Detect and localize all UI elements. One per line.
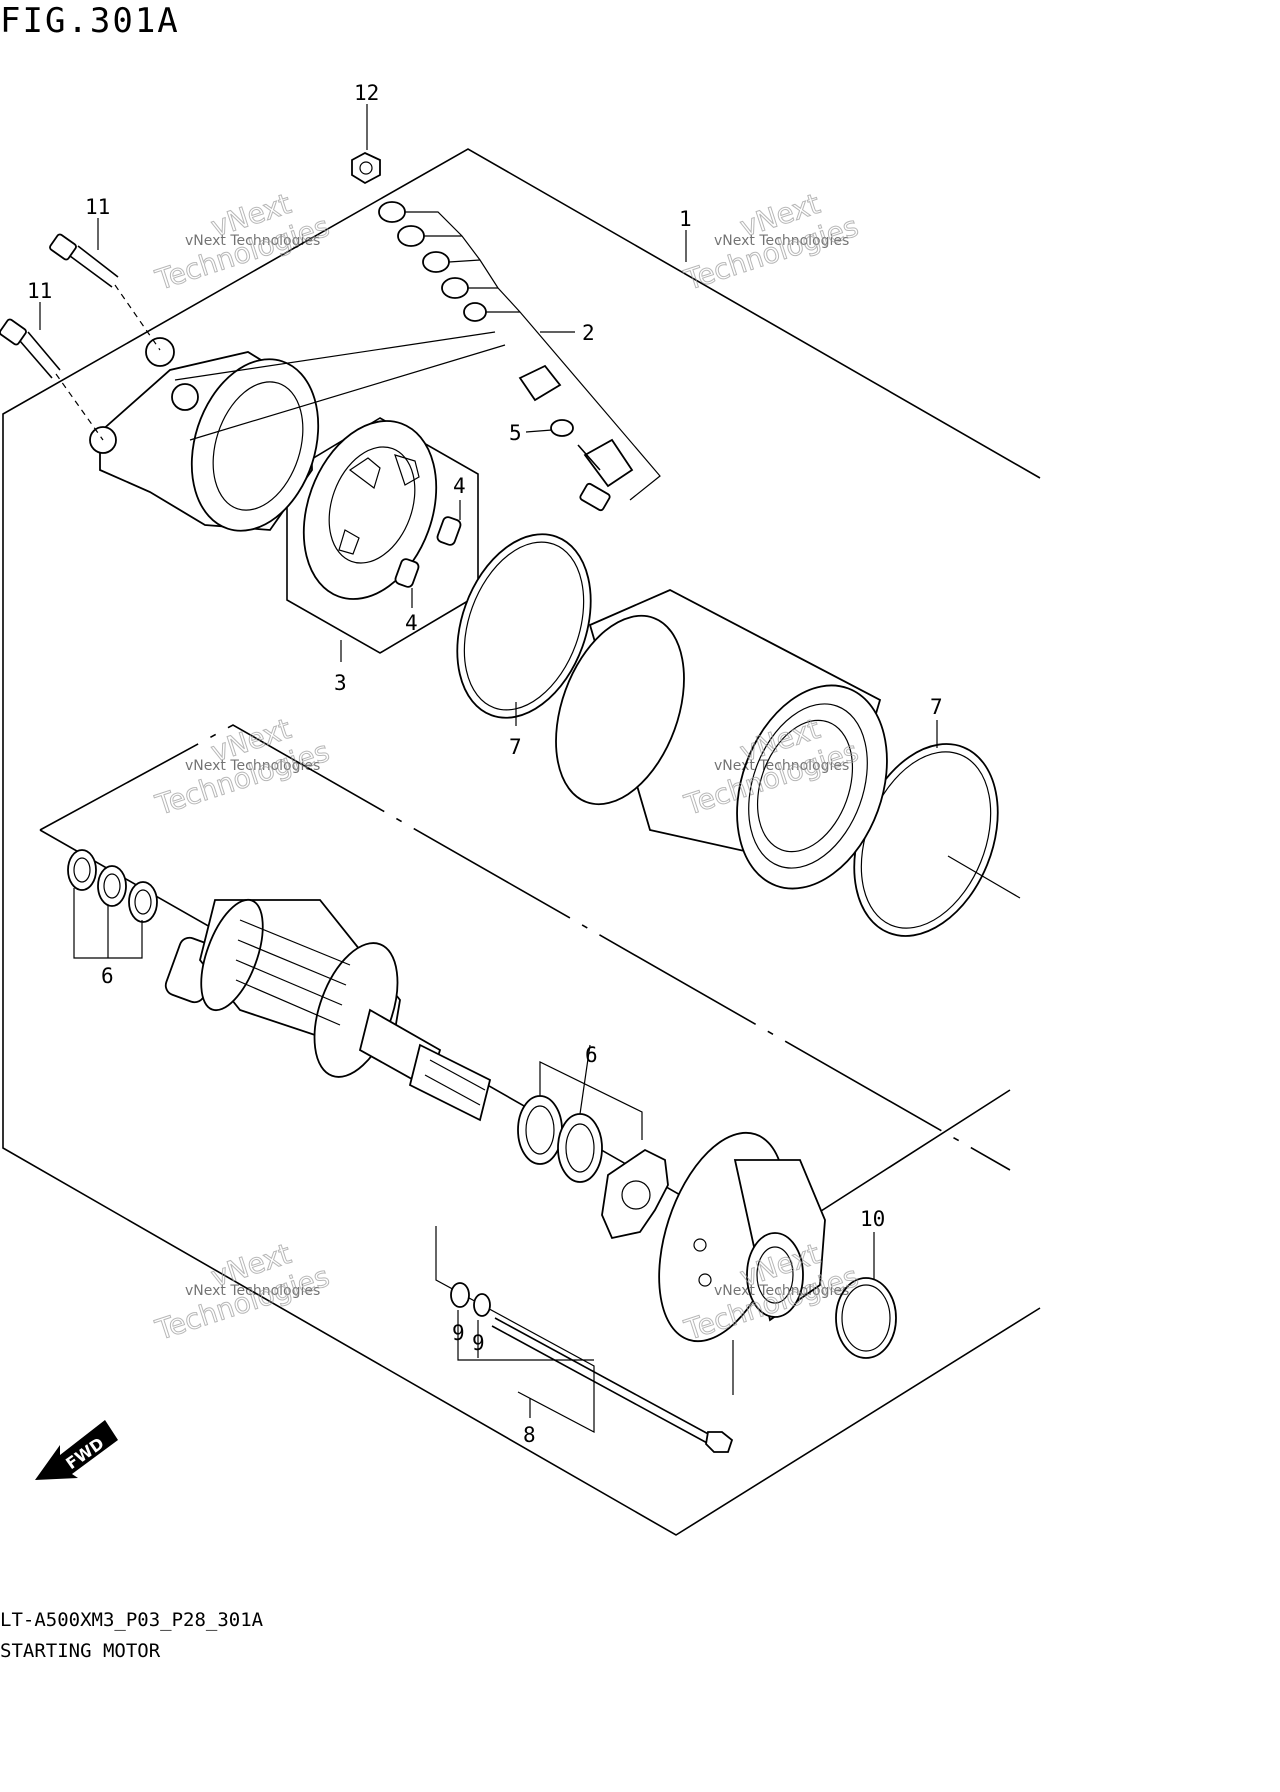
o-ring-small	[835, 1277, 897, 1359]
callout-12: 12	[354, 81, 379, 150]
callout-7a: 7	[509, 702, 522, 759]
callout-11b: 11	[27, 279, 52, 330]
watermark-1: vNext Technologies vNext Technologies	[151, 186, 334, 297]
callout-6a: 6	[101, 964, 114, 988]
yoke-housing	[555, 589, 888, 890]
terminal-bolt	[518, 364, 634, 512]
callout-4a: 4	[453, 474, 466, 520]
through-bolt-kit	[435, 1226, 734, 1453]
brush-b	[394, 558, 420, 588]
svg-text:2: 2	[582, 321, 595, 345]
callout-4b: 4	[405, 588, 418, 635]
lock-plate	[601, 1148, 669, 1240]
svg-text:vNext Technologies: vNext Technologies	[714, 758, 849, 774]
washers-rear	[67, 849, 158, 959]
svg-text:vNext Technologies: vNext Technologies	[185, 758, 320, 774]
figure-code: LT-A500XM3_P03_P28_301A	[0, 1609, 264, 1631]
armature	[164, 898, 492, 1122]
svg-text:6: 6	[101, 964, 114, 988]
svg-text:4: 4	[453, 474, 466, 498]
svg-text:vNext Technologies: vNext Technologies	[185, 1283, 320, 1299]
svg-text:11: 11	[27, 279, 52, 303]
svg-text:12: 12	[354, 81, 379, 105]
svg-text:9: 9	[452, 1321, 465, 1345]
fwd-arrow-icon: FWD	[35, 1420, 118, 1480]
callout-8: 8	[523, 1398, 536, 1447]
svg-text:9: 9	[472, 1331, 485, 1355]
svg-text:7: 7	[509, 735, 522, 759]
bolt-upper	[49, 233, 161, 351]
svg-text:11: 11	[85, 195, 110, 219]
svg-text:vNext Technologies: vNext Technologies	[714, 233, 849, 249]
brush-a	[436, 516, 462, 546]
svg-text:3: 3	[334, 671, 347, 695]
svg-text:1: 1	[679, 207, 692, 231]
svg-text:vNext Technologies: vNext Technologies	[185, 233, 320, 249]
callout-11a: 11	[85, 195, 110, 250]
svg-text:7: 7	[930, 695, 943, 719]
callout-9a: 9	[452, 1321, 465, 1345]
callout-10: 10	[860, 1207, 885, 1280]
svg-text:4: 4	[405, 611, 418, 635]
callout-1: 1	[679, 207, 692, 262]
svg-text:5: 5	[509, 421, 522, 445]
watermark-3: vNext Technologies vNext Technologies	[151, 711, 334, 822]
callout-7b: 7	[930, 695, 943, 748]
figure-title: FIG.301A	[0, 1, 180, 41]
nut	[351, 151, 381, 185]
rear-end-cover	[89, 331, 506, 532]
svg-text:vNext Technologies: vNext Technologies	[714, 1283, 849, 1299]
figure-caption: STARTING MOTOR	[0, 1640, 161, 1662]
svg-text:6: 6	[585, 1043, 598, 1067]
callout-2: 2	[540, 321, 595, 345]
bolt-lower	[0, 318, 104, 441]
watermark-5: vNext Technologies vNext Technologies	[151, 1236, 334, 1347]
front-bracket	[658, 1131, 826, 1395]
svg-text:10: 10	[860, 1207, 885, 1231]
o-ring-rear	[456, 533, 592, 719]
assembly-boundary	[2, 148, 1041, 1536]
callout-6b: 6	[585, 1043, 598, 1067]
callout-3: 3	[334, 640, 347, 695]
svg-text:8: 8	[523, 1423, 536, 1447]
washers-front	[517, 1044, 643, 1183]
washer-stack	[378, 201, 661, 501]
brush-holder-plate	[286, 417, 479, 654]
watermark-2: vNext Technologies vNext Technologies	[680, 186, 863, 297]
callout-9b: 9	[472, 1331, 485, 1355]
callout-5: 5	[509, 421, 553, 445]
